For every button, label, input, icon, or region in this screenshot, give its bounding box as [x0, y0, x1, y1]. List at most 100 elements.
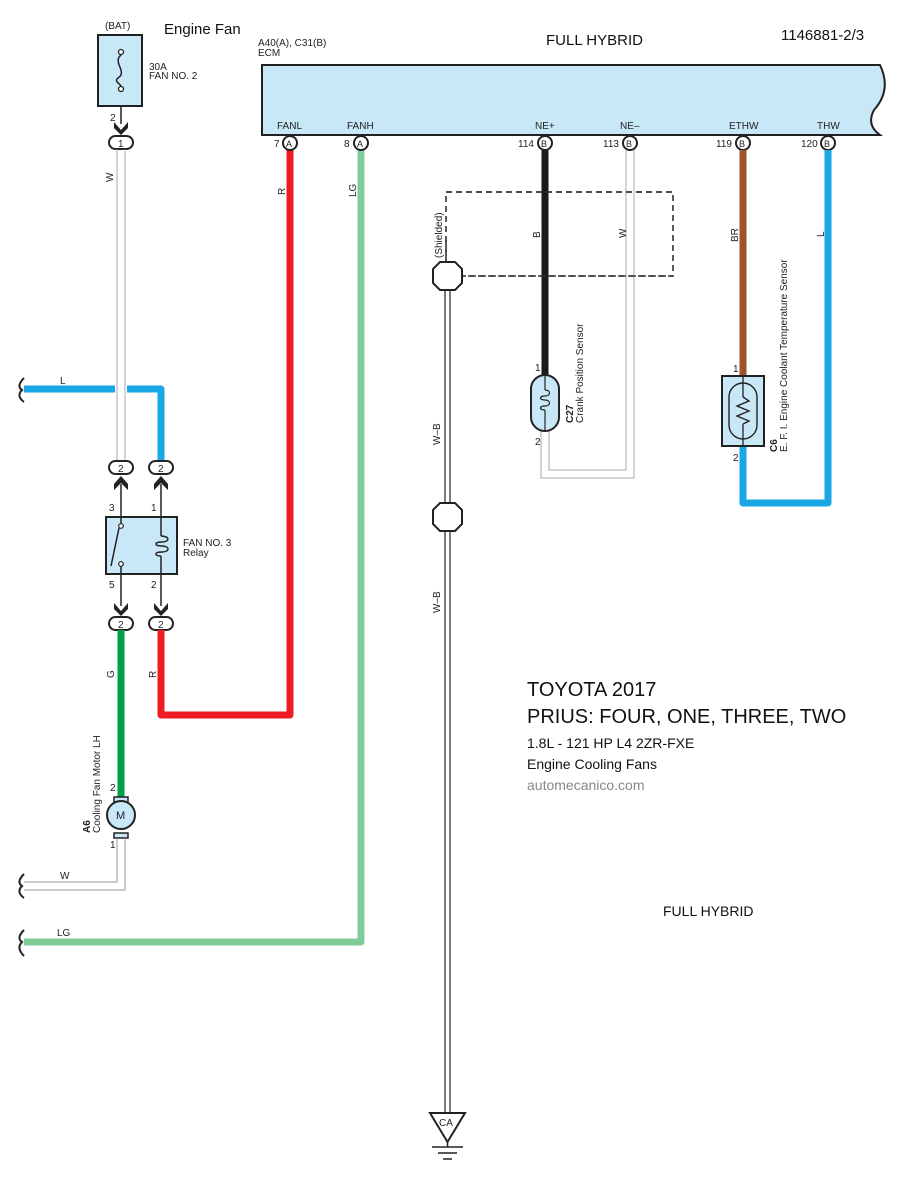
document-id: 1146881-2/3 — [781, 27, 865, 44]
relay-pin-5: 5 — [109, 580, 115, 591]
wire-wb-label-1: W–B — [432, 423, 443, 445]
wire-w-ne — [540, 150, 635, 479]
diagram-title: Engine Fan — [164, 21, 241, 38]
fuse-box — [97, 34, 143, 107]
crank-sensor-coil-icon — [539, 375, 551, 431]
arrow-down-icon — [114, 603, 128, 616]
shield-dashed-box — [445, 191, 674, 277]
splice-icon — [432, 502, 463, 532]
wire-w-motor — [24, 838, 126, 891]
ecm-pin-label: FANL — [277, 121, 302, 132]
variant-title: FULL HYBRID — [546, 32, 643, 49]
ecm-pin-connector: B — [824, 139, 830, 149]
fuse-icon — [115, 48, 125, 93]
wire-r-relay-label: R — [148, 671, 159, 678]
relay-name-line1: FAN NO. 3 — [183, 538, 232, 549]
ecm-pin-connector: A — [286, 139, 292, 149]
ecm-pin-label: ETHW — [729, 121, 759, 132]
offpage-connector-w-icon — [18, 873, 25, 899]
junction-relay-top-right — [148, 460, 174, 475]
crank-pin-2: 2 — [535, 437, 541, 448]
coolant-sensor-name: E. F. I. Engine Coolant Temperature Sens… — [779, 259, 790, 452]
arrow-up-icon — [114, 476, 128, 490]
crank-pin-1: 1 — [535, 363, 541, 374]
fuse-pin-label: 2 — [110, 113, 116, 124]
info-make-year: TOYOTA 2017 — [527, 679, 657, 701]
ecm-pin-number: 113 — [603, 139, 619, 150]
wire-wb — [444, 290, 451, 1113]
arrow-down-icon — [114, 122, 128, 135]
wire-br-label: BR — [730, 228, 741, 242]
wire-wb-label-2: W–B — [432, 591, 443, 613]
info-model: PRIUS: FOUR, ONE, THREE, TWO — [527, 706, 847, 728]
ecm-pin-number: 8 — [344, 139, 350, 150]
motor-id: A6 — [82, 820, 93, 833]
relay-coil-icon — [155, 517, 169, 574]
fuse-source-label: (BAT) — [105, 21, 130, 32]
ecm-pin-connector: B — [541, 139, 547, 149]
wire-w-ne-label: W — [618, 228, 629, 238]
wire-g-label: G — [106, 670, 117, 678]
ecm-pin-number: 119 — [716, 139, 732, 150]
junction-fuse-label: 1 — [118, 139, 124, 150]
info-system: Engine Cooling Fans — [527, 756, 657, 772]
relay-name-line2: Relay — [183, 548, 209, 559]
shield-label: (Shielded) — [434, 212, 445, 258]
ecm-pin-connector: B — [626, 139, 632, 149]
wire-l-label: L — [60, 376, 66, 387]
ground-ca-icon — [428, 1112, 467, 1144]
coolant-sensor-id: C6 — [769, 439, 780, 452]
fuse-name-label: FAN NO. 2 — [149, 71, 198, 82]
relay-switch-icon — [110, 517, 124, 574]
relay-box — [105, 516, 178, 575]
ecm-pin-connector: A — [357, 139, 363, 149]
motor-symbol: M — [116, 810, 125, 822]
motor-pin-top: 2 — [110, 783, 116, 794]
arrow-down-icon — [154, 603, 168, 616]
ecm-pin-connector: B — [739, 139, 745, 149]
ecm-pin-number: 120 — [801, 139, 818, 150]
motor-icon — [106, 800, 136, 830]
relay-pin-2: 2 — [151, 580, 157, 591]
wire-r-label: R — [277, 188, 288, 195]
wire-b-label: B — [532, 231, 543, 238]
ecm-name: ECM — [258, 48, 280, 59]
relay-pin-3: 3 — [109, 503, 115, 514]
offpage-connector-lg-icon — [18, 929, 25, 957]
info-website: automecanico.com — [527, 777, 645, 793]
wire-r — [157, 150, 294, 719]
ecm-pin-label: NE+ — [535, 121, 555, 132]
wire-w-motor-label: W — [60, 871, 70, 882]
ecm-pin-label: NE– — [620, 121, 640, 132]
footer-variant: FULL HYBRID — [663, 903, 754, 919]
junction-label: 2 — [118, 620, 124, 631]
wire-lg-label: LG — [348, 183, 359, 197]
ground-icon — [432, 1142, 463, 1160]
ecm-pin-number: 7 — [274, 139, 280, 150]
ecm-connectors: A40(A), C31(B) — [258, 38, 326, 49]
arrow-up-icon — [154, 476, 168, 490]
junction-relay-top-left — [108, 460, 134, 475]
ecm-pin-circles — [282, 135, 836, 151]
junction-label: 2 — [158, 464, 164, 475]
motor-pin-bottom: 1 — [110, 840, 116, 851]
crank-sensor-name: Crank Position Sensor — [575, 323, 586, 423]
wire-w-label: W — [105, 172, 116, 182]
wire-lg-offpage-label: LG — [57, 928, 71, 939]
ecm-pin-number: 114 — [518, 139, 534, 150]
ground-label: CA — [439, 1118, 453, 1129]
junction-label: 2 — [118, 464, 124, 475]
relay-pin-1: 1 — [151, 503, 157, 514]
junction-label: 2 — [158, 620, 164, 631]
offpage-connector-l-icon — [18, 377, 25, 403]
crank-sensor-id: C27 — [565, 404, 576, 423]
wire-lg — [24, 150, 365, 946]
wire-l-thw-label: L — [816, 231, 827, 237]
thermistor-icon — [735, 376, 751, 446]
wire-w-fuse-relay — [116, 149, 126, 461]
ecm-box — [261, 64, 886, 136]
ecm-pin-label: FANH — [347, 121, 374, 132]
ecm-pin-label: THW — [817, 121, 840, 132]
info-engine: 1.8L - 121 HP L4 2ZR-FXE — [527, 735, 695, 751]
